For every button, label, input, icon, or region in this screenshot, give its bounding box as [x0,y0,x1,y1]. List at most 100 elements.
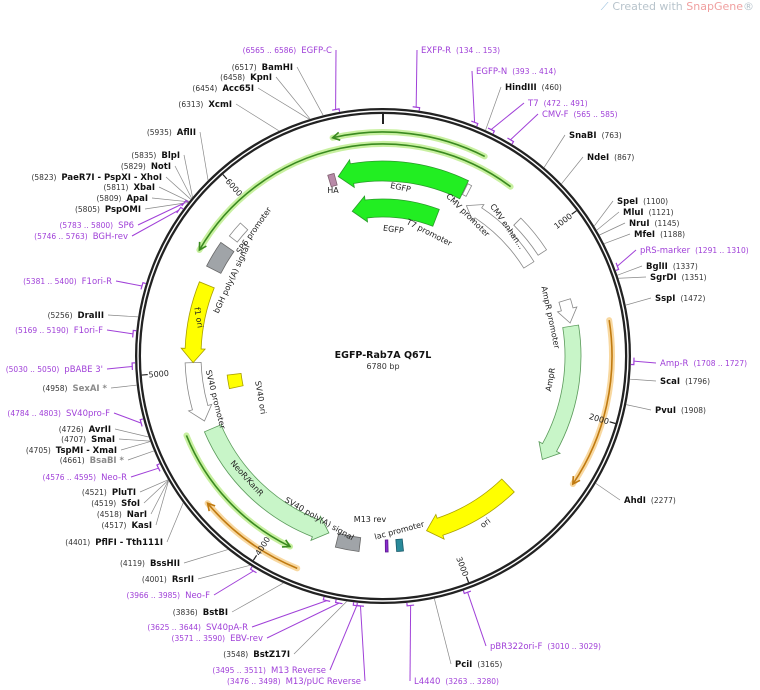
primer-leader-line [137,202,185,226]
primer-range: (5169 .. 5190) [15,326,69,335]
primer-leader-line [467,592,487,647]
orf-line-egfp-inner [198,143,512,251]
site-leader-line [139,479,169,493]
site-position: (460) [542,83,562,92]
primer-binding-mark [322,596,331,602]
site-leader-line [114,428,149,438]
tick-label: 5000 [148,369,169,380]
site-position: (1351) [682,273,707,282]
site-leader-line [629,378,657,382]
site-position: (3836) [173,608,198,617]
site-label: PvuI(1908) [655,406,706,416]
primer-label: (5169 .. 5190)F1ori-F [15,326,103,336]
site-position: (1796) [685,377,710,386]
site-label: (4958)SexAI * [43,384,108,394]
primer-range: (3571 .. 3590) [172,634,226,643]
site-position: (763) [602,131,622,140]
site-leader-line [626,404,652,411]
site-leader-line [293,601,348,655]
site-label: (4517)KasI [102,521,153,531]
primer-range: (565 .. 585) [574,110,618,119]
primer-binding-mark [615,262,620,272]
site-name: XbaI [133,183,155,193]
site-name: MluI [623,208,644,218]
ha-tag-feature [327,172,338,188]
primer-name: EXFP-R [421,46,451,56]
primer-binding-mark [406,602,415,607]
site-position: (4519) [91,499,116,508]
site-position: (4661) [60,456,85,465]
site-position: (4726) [59,425,84,434]
site-name: NarI [127,510,147,520]
primer-name: Amp-R [660,359,689,369]
primer-leader-line [359,605,366,682]
site-name: DraIII [78,311,104,321]
site-name: PluTI [112,488,136,498]
primer-binding-mark [140,281,147,290]
primer-name: L4440 [414,677,440,687]
site-leader-line [485,86,502,131]
primer-leader-line [113,412,142,424]
site-label: (4661)BsaBI * [60,456,125,466]
plasmid-size: 6780 bp [366,362,399,371]
primer-name: T7 [527,99,539,109]
primer-leader-line [633,360,657,364]
site-position: (5835) [131,151,156,160]
site-leader-line [158,186,190,202]
feature-label: EGFP [389,181,411,194]
primer-label: (3495 .. 3511)M13 Reverse [212,666,326,676]
site-name: RsrII [172,575,194,585]
site-position: (4705) [26,446,51,455]
sv40-polya-feature [334,533,362,552]
primer-label: Amp-R(1708 .. 1727) [660,359,747,369]
site-leader-line [617,265,643,276]
site-label: (5805)PspOMI [75,205,141,215]
site-leader-line [199,131,209,181]
egfp-feature-arrow [337,158,470,200]
site-label: (6458)KpnI [220,73,272,83]
site-label: BglII(1337) [646,262,698,272]
site-name: PflFI - Tth111I [95,538,163,548]
site-label: (6454)Acc65I [192,84,254,94]
site-position: (867) [614,153,634,162]
site-position: (1188) [660,230,685,239]
primer-name: CMV-F [542,110,569,120]
site-name: PaeR7I - PspXI - XhoI [61,173,162,183]
site-leader-line [197,564,251,580]
primer-leader-line [490,102,525,130]
site-label: (4519)SfoI [91,499,140,509]
site-position: (5811) [104,183,129,192]
primer-name: M13/pUC Reverse [286,677,361,687]
ori-feature-arrow [425,478,515,540]
primer-leader-line [251,600,327,628]
primer-binding-mark [356,602,365,607]
site-position: (4517) [102,521,127,530]
primer-label: EXFP-R(134 .. 153) [421,46,500,56]
site-label: (3836)BstBI [173,608,228,618]
snapgene-logo-icon: ⟋ [600,0,609,13]
primer-range: (3495 .. 3511) [212,666,266,675]
primer-leader-line [409,605,412,682]
watermark-brand: SnapGene [686,0,743,13]
site-leader-line [596,211,620,231]
primer-range: (1291 .. 1310) [695,246,749,255]
site-label: (4707)SmaI [61,435,115,445]
primer-name: pRS-marker [640,246,691,256]
orf-line-neor [185,435,291,548]
site-label: NruI(1145) [629,219,680,229]
tick-mark [465,576,470,583]
site-position: (4521) [82,488,107,497]
primer-label: CMV-F (565 .. 585) [542,110,618,120]
site-position: (5935) [147,128,172,137]
site-label: (6517)BamHI [232,63,293,73]
primer-label: (6565 .. 6586)EGFP-C [243,46,332,56]
site-name: XcmI [208,100,232,110]
primer-name: EBV-rev [230,634,263,644]
feature-label: AmpR promoter [539,285,561,350]
tick-mark [252,554,258,561]
primer-leader-line [106,329,134,335]
site-position: (6454) [192,84,217,93]
site-name: NdeI [587,153,609,163]
site-leader-line [618,276,647,279]
